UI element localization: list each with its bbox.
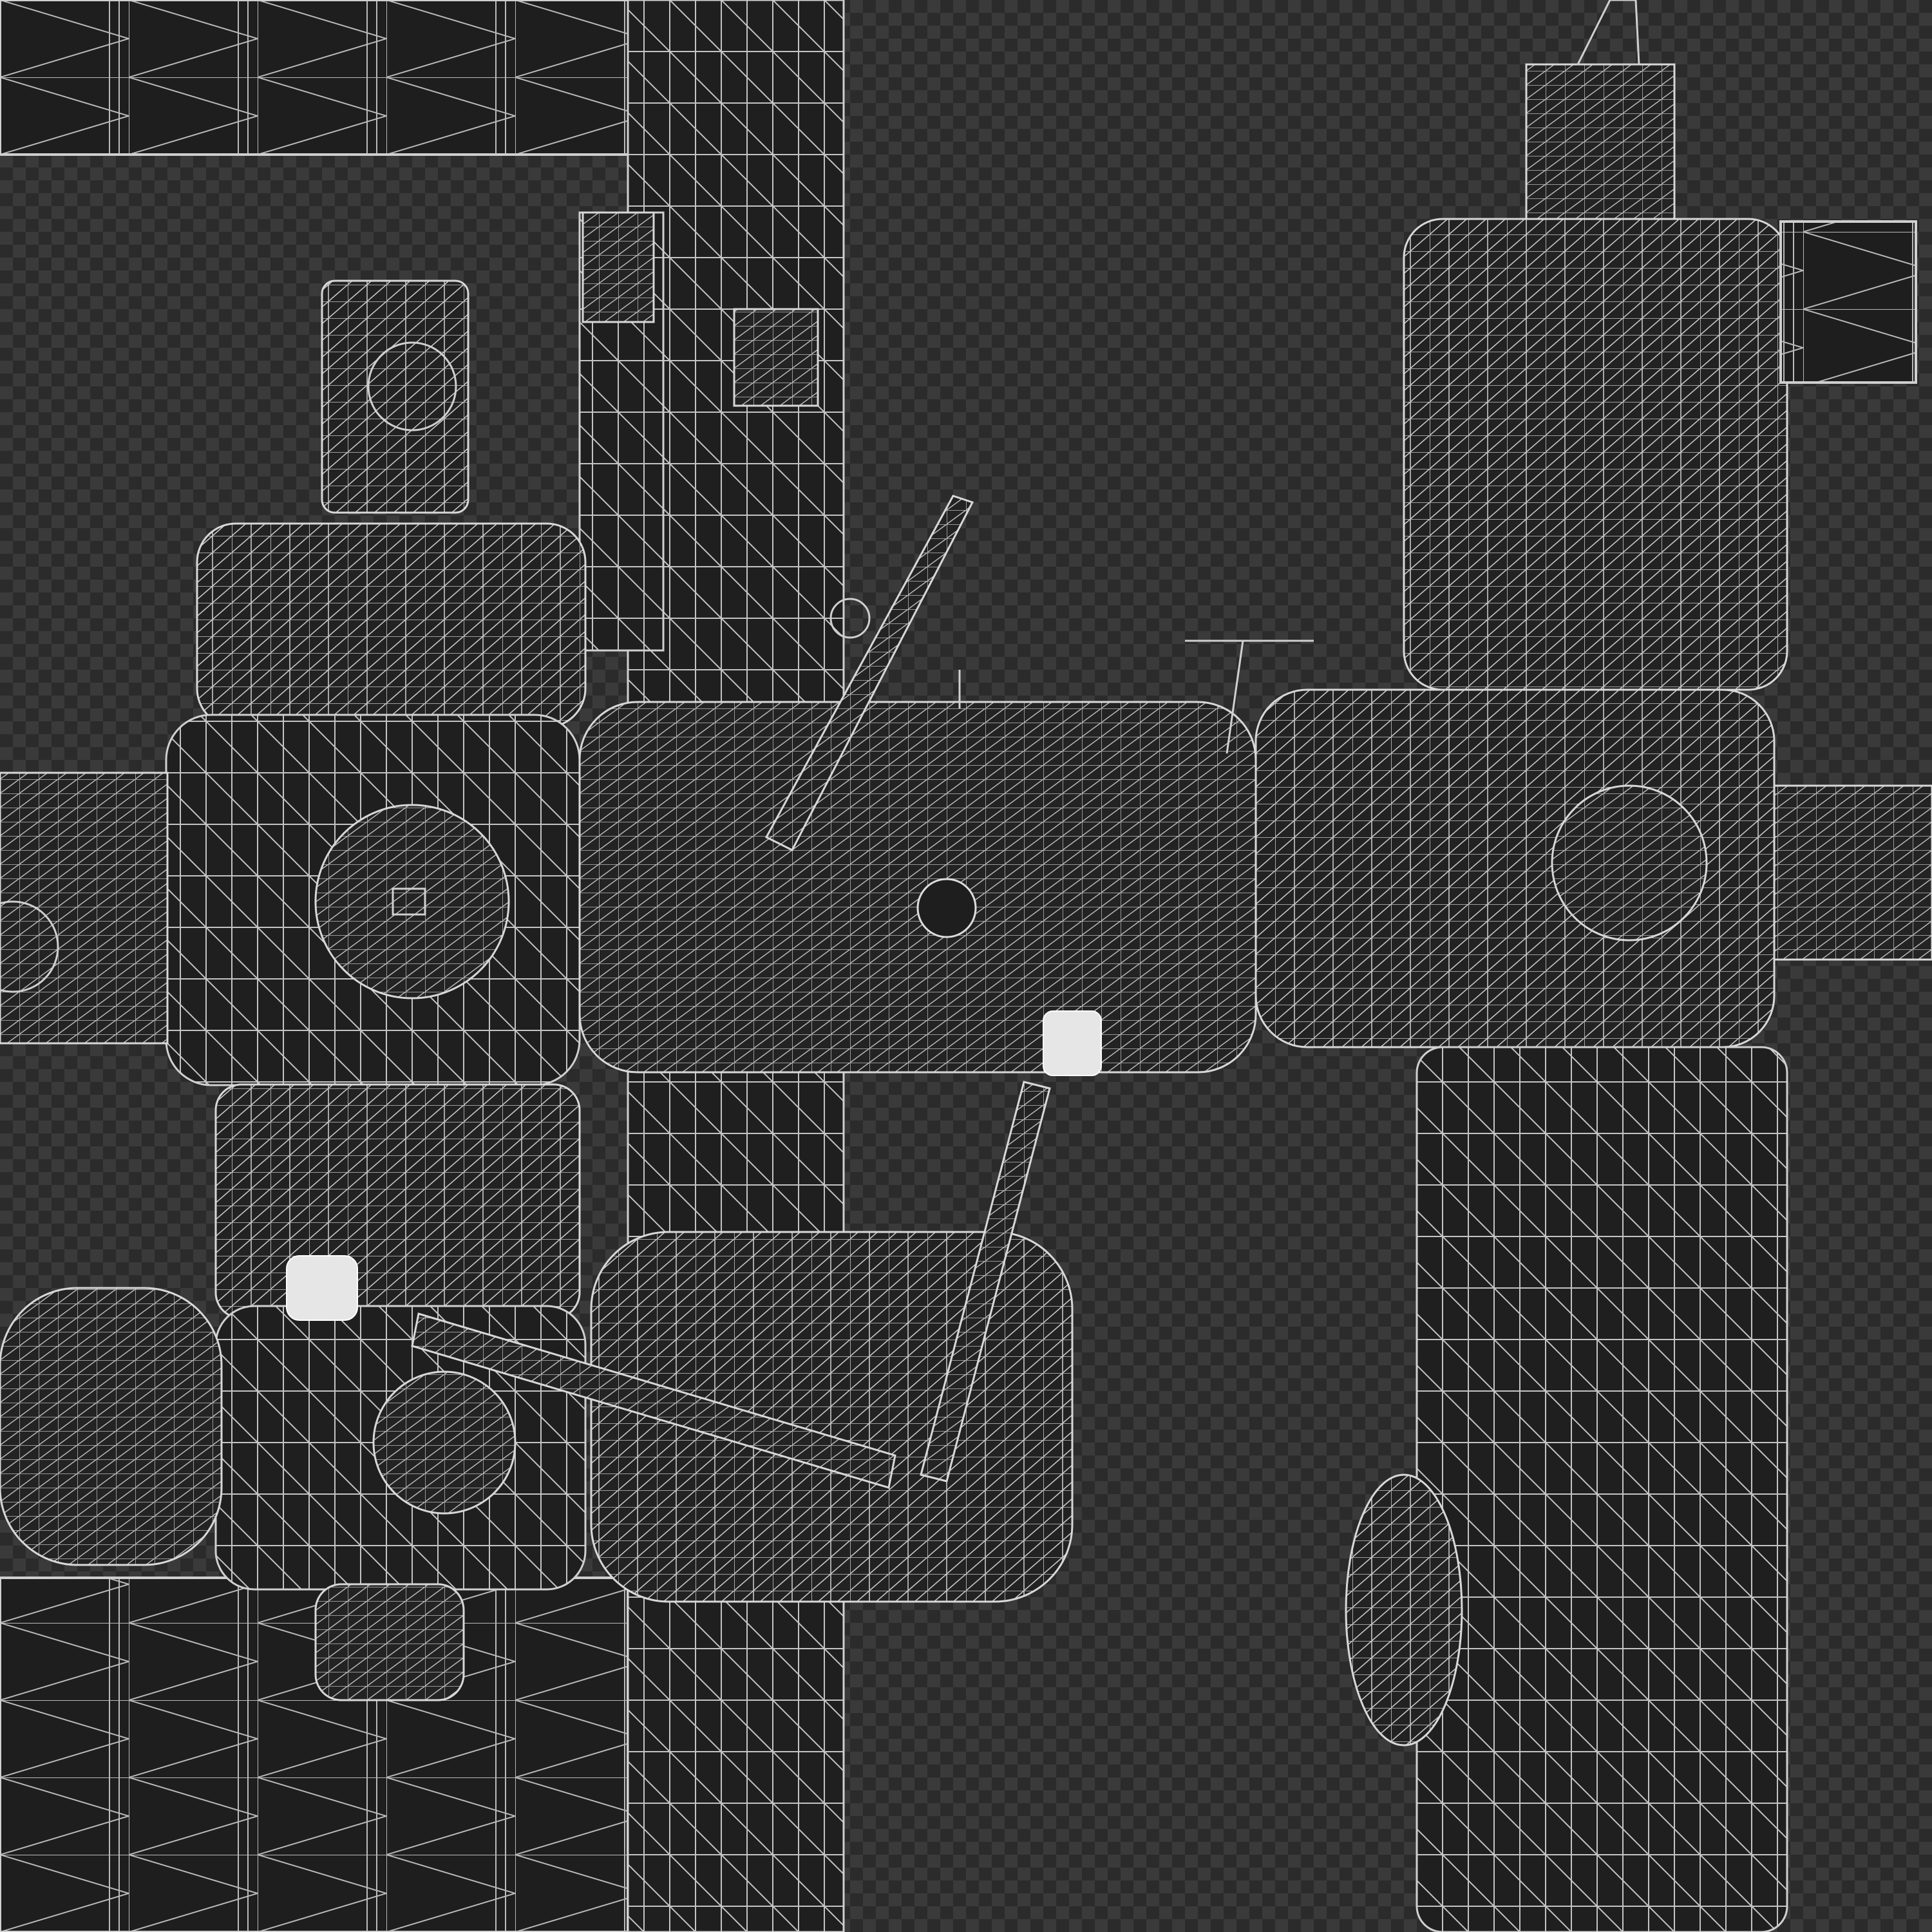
solar-panel-top-left <box>0 0 639 156</box>
top-right-module <box>1403 0 1917 691</box>
antenna <box>958 639 1314 754</box>
robotic-arm <box>411 495 1102 1489</box>
right-node <box>1255 688 1932 1048</box>
center-lab-module <box>578 701 1257 1074</box>
bottom-left-modules <box>0 1083 587 1701</box>
left-node <box>0 714 581 1086</box>
top-left-module <box>196 279 587 728</box>
bottom-right-module <box>1345 1046 1788 1932</box>
bottom-center-module <box>590 1231 1074 1603</box>
solar-panel-bottom-left <box>0 1577 629 1932</box>
